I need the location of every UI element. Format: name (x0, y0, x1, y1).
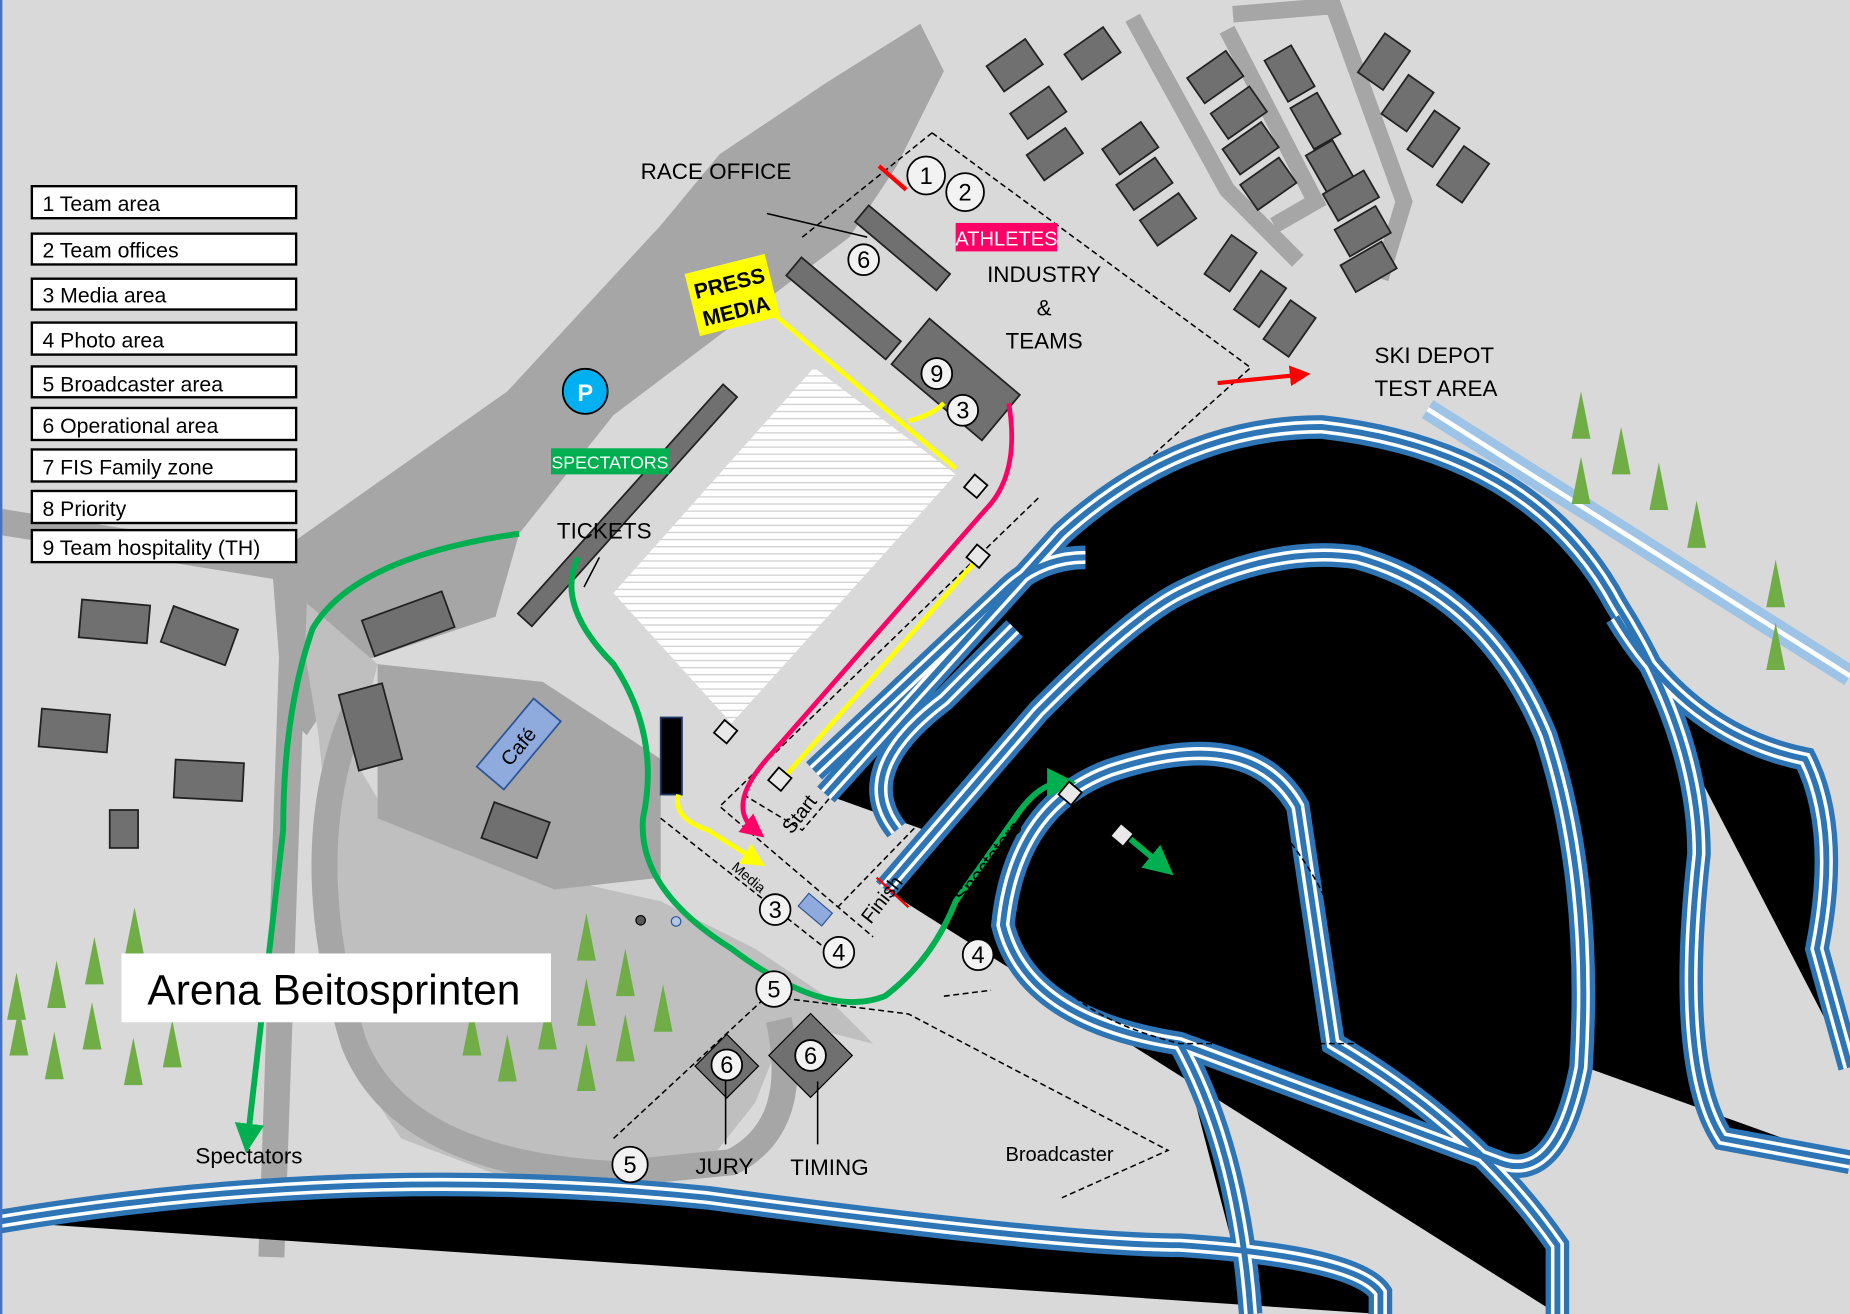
spectators-tag: SPECTATORS (551, 452, 668, 472)
broadcaster-label: Broadcaster (1005, 1144, 1113, 1166)
athletes-label: ATHLETES (955, 228, 1057, 250)
svg-text:2 Team offices: 2 Team offices (42, 238, 178, 262)
spectators-bottom-label: Spectators (195, 1143, 302, 1168)
marker-6: 6 (847, 243, 880, 277)
svg-text:9 Team hospitality (TH): 9 Team hospitality (TH) (42, 536, 260, 560)
marker-1: 1 (906, 155, 946, 196)
legend-item: 1 Team area (30, 185, 298, 220)
marker-4: 4 (822, 935, 856, 969)
spectator-route (234, 530, 520, 1154)
svg-text:3 Media area: 3 Media area (42, 283, 166, 307)
jury-label: JURY (695, 1154, 753, 1179)
legend-item: 8 Priority (30, 489, 298, 525)
athlete-route (738, 402, 1015, 838)
svg-text:3: 3 (956, 399, 969, 425)
industry-label: INDUSTRY (987, 262, 1101, 287)
legend-item: 6 Operational area (30, 406, 298, 442)
svg-text:1: 1 (920, 164, 933, 190)
svg-text:6: 6 (720, 1053, 733, 1079)
timing-label: TIMING (790, 1155, 868, 1180)
svg-text:5: 5 (623, 1153, 636, 1179)
svg-text:4: 4 (972, 943, 985, 969)
ski-depot-label: SKI DEPOT (1375, 343, 1495, 368)
cafe-area (377, 664, 661, 890)
legend-item: 7 FIS Family zone (30, 448, 298, 483)
svg-text:5 Broadcaster area: 5 Broadcaster area (42, 372, 223, 396)
marker-3: 3 (758, 893, 792, 926)
buildings (37, 25, 1491, 860)
legend-item: 5 Broadcaster area (30, 365, 298, 399)
svg-text:3: 3 (769, 898, 782, 924)
marker-6: 6 (710, 1048, 744, 1082)
svg-text:5: 5 (767, 977, 780, 1003)
map-title: Arena Beitosprinten (147, 966, 520, 1014)
svg-text:P: P (577, 381, 593, 407)
svg-text:4 Photo area: 4 Photo area (42, 328, 164, 352)
svg-text:9: 9 (930, 362, 943, 388)
area-markers: 1 2 6 9 3 3 4 4 5 5 6 6 (611, 155, 995, 1184)
industry-ampersand: & (1037, 295, 1052, 320)
marker-5: 5 (611, 1145, 649, 1184)
teams-label: TEAMS (1006, 329, 1083, 354)
test-area-label: TEST AREA (1375, 376, 1498, 401)
stadium-stands (613, 367, 956, 724)
tickets-label: TICKETS (557, 518, 652, 543)
legend-item: 2 Team offices (30, 232, 298, 266)
parking-area (271, 23, 944, 736)
marker-3: 3 (946, 394, 979, 427)
svg-text:6: 6 (804, 1044, 817, 1070)
road-area (294, 592, 874, 1180)
svg-text:4: 4 (832, 941, 845, 967)
legend-item: 9 Team hospitality (TH) (30, 528, 298, 564)
svg-text:8 Priority: 8 Priority (42, 497, 126, 521)
trees (7, 391, 1786, 1092)
marker-4: 4 (961, 938, 995, 971)
marker-6: 6 (794, 1039, 827, 1072)
legend: 1 Team area 2 Team offices 3 Media area … (30, 185, 298, 564)
marker-5: 5 (755, 970, 793, 1008)
svg-text:1 Team area: 1 Team area (42, 192, 160, 216)
spectator-route-main (568, 556, 1077, 1005)
legend-item: 3 Media area (30, 277, 298, 311)
svg-text:7 FIS Family zone: 7 FIS Family zone (42, 455, 213, 479)
svg-text:6 Operational area: 6 Operational area (42, 414, 218, 438)
press-media-label: PRESS MEDIA (684, 253, 781, 337)
parking-icon: P (561, 367, 609, 415)
media-route (675, 306, 982, 859)
spectators-area-label: Spectators (1145, 903, 1241, 925)
svg-text:6: 6 (857, 248, 870, 274)
legend-item: 4 Photo area (30, 321, 298, 356)
svg-text:2: 2 (959, 180, 972, 206)
race-office-label: RACE OFFICE (641, 159, 792, 184)
marker-2: 2 (945, 172, 985, 212)
ski-tracks (0, 400, 1850, 1314)
marker-9: 9 (920, 357, 954, 390)
